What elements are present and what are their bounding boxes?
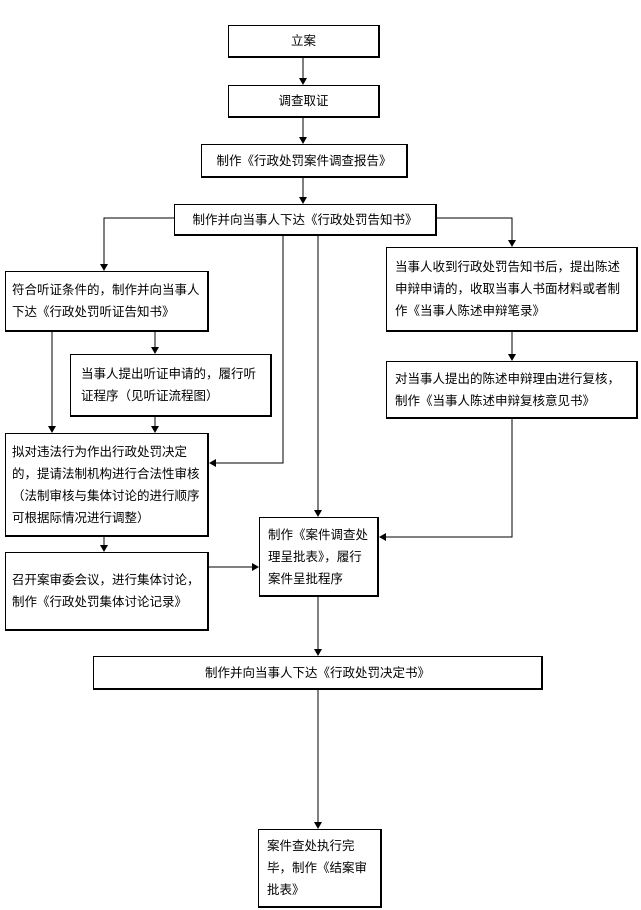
- arrow-approval-to-decision: [314, 597, 322, 656]
- arrow-decision-to-closing: [314, 690, 322, 829]
- arrow-review-to-approval-form: [379, 419, 513, 541]
- step-collective-discussion: 召开案审委会议，进行集体讨论，制作《行政处罚集体讨论记录》: [5, 552, 209, 631]
- arrow-notice-to-legal-review: [209, 236, 284, 467]
- step-hearing-procedure: 当事人提出听证申请的，履行听证程序（见听证流程图）: [70, 354, 272, 417]
- arrow-statement-to-review: [508, 332, 516, 361]
- arrow-committee-to-approval-form: [209, 563, 259, 571]
- step-penalty-notice: 制作并向当事人下达《行政处罚告知书》: [174, 204, 437, 236]
- step-investigate-label: 调查取证: [278, 93, 329, 108]
- arrow-report-to-notice: [299, 178, 307, 204]
- arrow-notice-to-statement: [437, 217, 516, 247]
- step-case-closing: 案件查处执行完毕，制作《结案审批表》: [258, 829, 382, 908]
- arrow-hearing-procedure-to-legal-review: [151, 417, 159, 433]
- arrow-notice-to-hearing-notice: [100, 217, 174, 271]
- step-legal-review-label: 拟对违法行为作出行政处罚决定的，提请法制机构进行合法性审核（法制审核与集体讨论的…: [12, 443, 200, 525]
- step-investigation-report-label: 制作《行政处罚案件调查报告》: [216, 152, 392, 168]
- step-investigate: 调查取证: [228, 85, 380, 118]
- arrow-legal-review-to-committee: [100, 537, 108, 552]
- step-file-case-label: 立案: [290, 33, 316, 48]
- step-statement-defense: 当事人收到行政处罚告知书后，提出陈述申辩申请的，收取当事人书面材料或者制作《当事…: [386, 247, 638, 332]
- step-approval-form: 制作《案件调查处理呈批表》，履行案件呈批程序: [259, 517, 379, 597]
- arrow-hearing-notice-to-hearing-procedure: [151, 332, 159, 354]
- step-review-opinion: 对当事人提出的陈述申辩理由进行复核，制作《当事人陈述申辩复核意见书》: [386, 361, 638, 419]
- arrow-notice-to-approval-form: [314, 236, 322, 517]
- step-hearing-notice-label: 符合听证条件的，制作并向当事人下达《行政处罚听证告知书》: [12, 282, 200, 319]
- step-review-opinion-label: 对当事人提出的陈述申辩理由进行复核，制作《当事人陈述申辩复核意见书》: [395, 370, 621, 408]
- step-penalty-decision-label: 制作并向当事人下达《行政处罚决定书》: [204, 664, 430, 680]
- step-case-closing-label: 案件查处执行完毕，制作《结案审批表》: [267, 838, 368, 897]
- step-hearing-notice: 符合听证条件的，制作并向当事人下达《行政处罚听证告知书》: [5, 271, 209, 332]
- step-file-case: 立案: [228, 25, 380, 58]
- arrow-investigate-to-report: [299, 118, 307, 144]
- step-approval-form-label: 制作《案件调查处理呈批表》，履行案件呈批程序: [268, 526, 369, 586]
- arrow-hearing-notice-to-legal-review: [48, 332, 56, 433]
- step-investigation-report: 制作《行政处罚案件调查报告》: [201, 144, 408, 178]
- step-penalty-decision: 制作并向当事人下达《行政处罚决定书》: [93, 656, 543, 690]
- step-collective-discussion-label: 召开案审委会议，进行集体讨论，制作《行政处罚集体讨论记录》: [12, 572, 200, 609]
- step-penalty-notice-label: 制作并向当事人下达《行政处罚告知书》: [192, 211, 418, 227]
- step-statement-defense-label: 当事人收到行政处罚告知书后，提出陈述申辩申请的，收取当事人书面材料或者制作《当事…: [395, 259, 621, 318]
- step-legal-review: 拟对违法行为作出行政处罚决定的，提请法制机构进行合法性审核（法制审核与集体讨论的…: [5, 433, 209, 537]
- step-hearing-procedure-label: 当事人提出听证申请的，履行听证程序（见听证流程图）: [81, 366, 257, 403]
- arrow-file-to-investigate: [299, 58, 307, 85]
